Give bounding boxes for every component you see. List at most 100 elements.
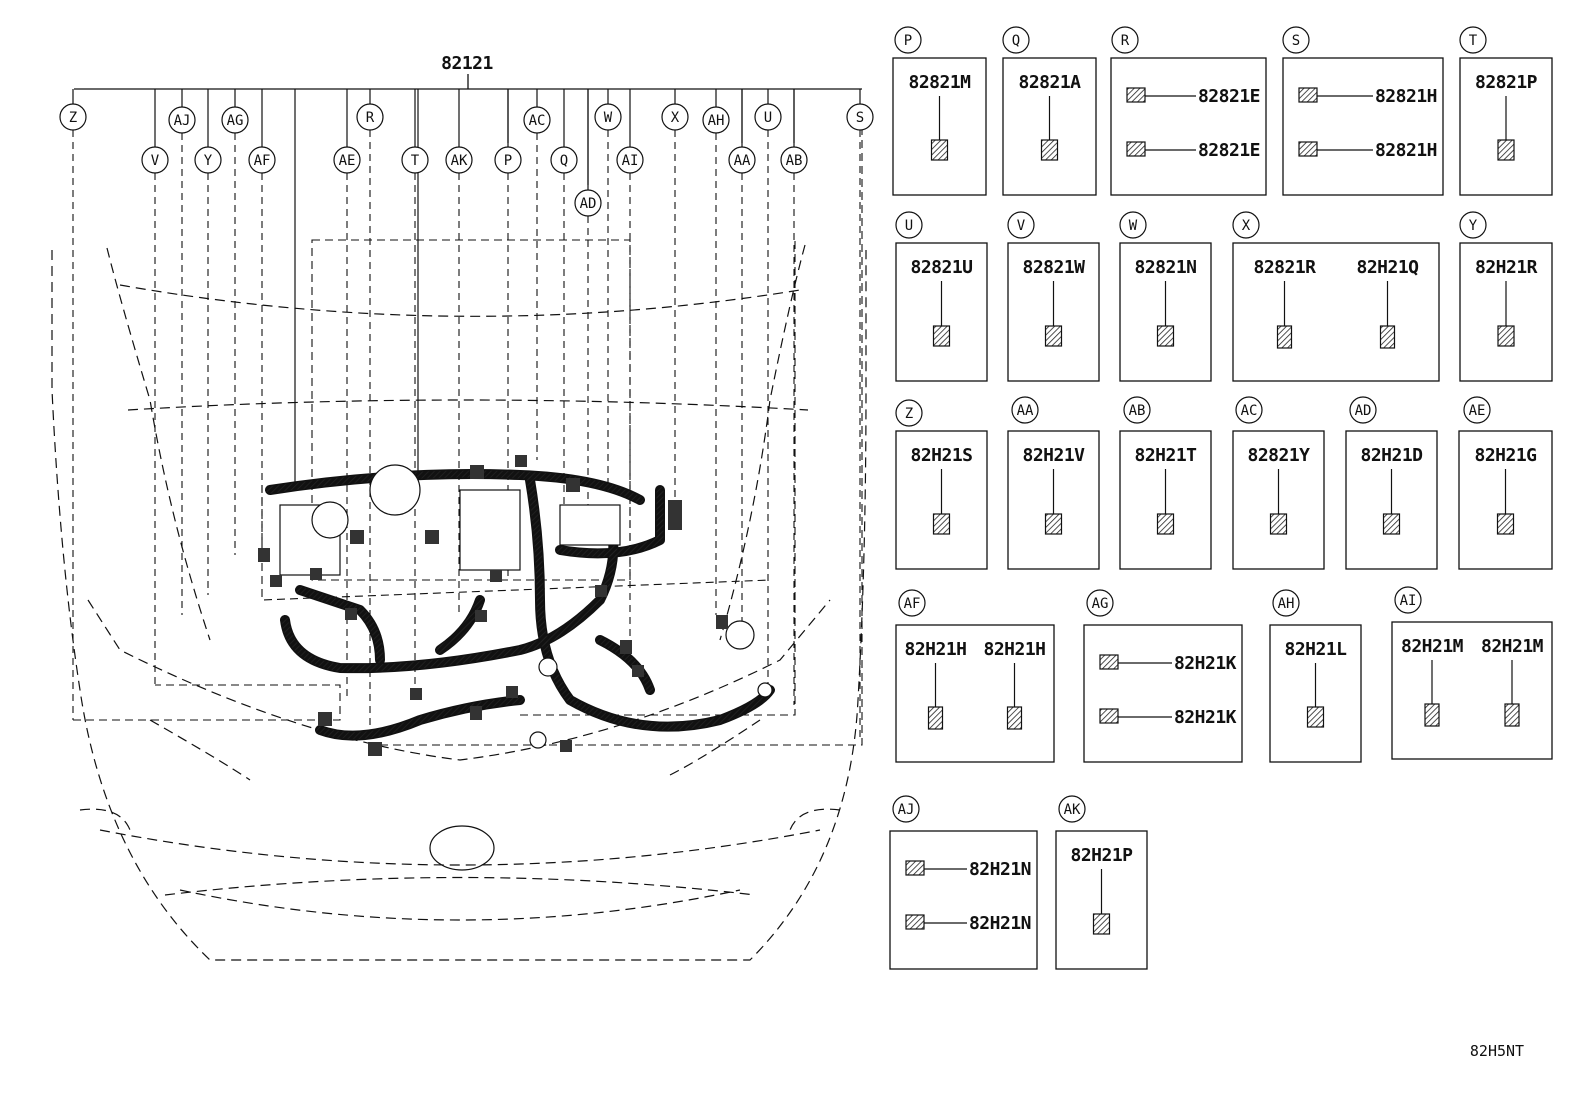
callout-label: X	[671, 110, 680, 126]
detail-box-label: Q	[1012, 33, 1020, 49]
callout-label: S	[856, 110, 864, 126]
part-number: 82H21D	[1360, 445, 1423, 466]
callout-u: U	[754, 103, 782, 131]
callout-label: Q	[560, 153, 568, 169]
part-number: 82H21T	[1134, 445, 1197, 466]
detail-box-label: T	[1469, 33, 1478, 49]
detail-box-label: Z	[905, 406, 913, 422]
detail-box-label: AB	[1129, 403, 1146, 419]
callout-s: S	[846, 103, 874, 131]
detail-box-label: AC	[1241, 403, 1258, 419]
detail-box-label: AG	[1092, 596, 1109, 612]
callout-label: U	[764, 110, 772, 126]
connector-icon	[905, 914, 925, 930]
detail-boxes: P82821MQ82821AR82821E82821ES82821H82821H…	[889, 26, 1553, 970]
part-number: 82821H	[1375, 86, 1437, 107]
detail-box-label: AE	[1469, 403, 1486, 419]
connector-icon	[1306, 706, 1325, 728]
callout-w: W	[594, 103, 622, 131]
connector-icon	[1379, 325, 1396, 349]
connector-icon	[932, 325, 951, 347]
part-number: 82H21G	[1474, 445, 1536, 466]
connector-icon	[1382, 513, 1401, 535]
callout-label: AB	[786, 153, 803, 169]
callout-label: AH	[708, 113, 725, 129]
connector-icon	[1424, 703, 1440, 727]
detail-box-label: AF	[904, 596, 921, 612]
part-number: 82H21P	[1070, 845, 1133, 866]
callout-aj: AJ	[168, 106, 196, 134]
detail-box-label: AD	[1355, 403, 1372, 419]
detail-box-label: X	[1242, 218, 1251, 234]
part-number: 82821E	[1198, 140, 1260, 161]
connector-icon	[930, 139, 949, 161]
connector-icon	[1156, 325, 1175, 347]
detail-box-label: Y	[1469, 218, 1478, 234]
connector-icon	[1269, 513, 1288, 535]
part-number: 82H21V	[1022, 445, 1085, 466]
part-number: 82H21M	[1481, 636, 1544, 657]
detail-box-ak: AK 82H21P	[1055, 795, 1148, 970]
callout-t: T	[401, 146, 429, 174]
detail-box-label: S	[1292, 33, 1300, 49]
callout-af: AF	[248, 146, 276, 174]
part-number: 82H21R	[1475, 257, 1538, 278]
emblem	[429, 825, 495, 871]
connector-icon	[1006, 706, 1023, 730]
callout-q: Q	[550, 146, 578, 174]
connector-icon	[1298, 141, 1318, 157]
detail-box-label: AK	[1064, 802, 1081, 818]
callout-ad: AD	[574, 189, 602, 217]
connector-icon	[1044, 325, 1063, 347]
connector-icon	[927, 706, 944, 730]
detail-box-s: S 82821H 82821H	[1282, 26, 1444, 196]
connector-icon	[1496, 513, 1515, 535]
detail-box-ac: AC 82821Y	[1232, 396, 1325, 570]
part-number: 82821N	[1134, 257, 1196, 278]
callout-ah: AH	[702, 106, 730, 134]
callout-label: AF	[254, 153, 271, 169]
part-number: 82H21K	[1174, 653, 1237, 674]
callout-ai: AI	[616, 146, 644, 174]
part-number: 82H21H	[983, 639, 1045, 660]
part-number: 82821H	[1375, 140, 1437, 161]
detail-box-ab: AB 82H21T	[1119, 396, 1212, 570]
part-number: 82821Y	[1247, 445, 1310, 466]
callout-label: R	[366, 110, 375, 126]
connector-icon	[1040, 139, 1059, 161]
detail-box-t: T 82821P	[1459, 26, 1553, 196]
detail-box-z: Z 82H21S	[895, 399, 988, 570]
callout-label: Y	[204, 153, 213, 169]
callout-label: Z	[69, 110, 77, 126]
connector-icon	[1504, 703, 1520, 727]
detail-box-label: U	[905, 218, 913, 234]
callout-ak: AK	[445, 146, 473, 174]
callout-z: Z	[59, 103, 87, 131]
main-part-number: 82121	[441, 53, 493, 74]
connector-icon	[1497, 139, 1515, 161]
callout-ae: AE	[333, 146, 361, 174]
detail-box-label: R	[1121, 33, 1130, 49]
callout-label: W	[604, 110, 613, 126]
callout-ab: AB	[780, 146, 808, 174]
callout-label: AA	[734, 153, 751, 169]
part-number: 82821R	[1253, 257, 1316, 278]
detail-box-ae: AE 82H21G	[1458, 396, 1553, 570]
callout-ac: AC	[523, 106, 551, 134]
callout-ag: AG	[221, 106, 249, 134]
engine-bay-outline	[73, 118, 863, 746]
part-number: 82821P	[1475, 72, 1538, 93]
part-number: 82H21S	[910, 445, 972, 466]
callout-label: AG	[227, 113, 244, 129]
callout-label: T	[411, 153, 420, 169]
